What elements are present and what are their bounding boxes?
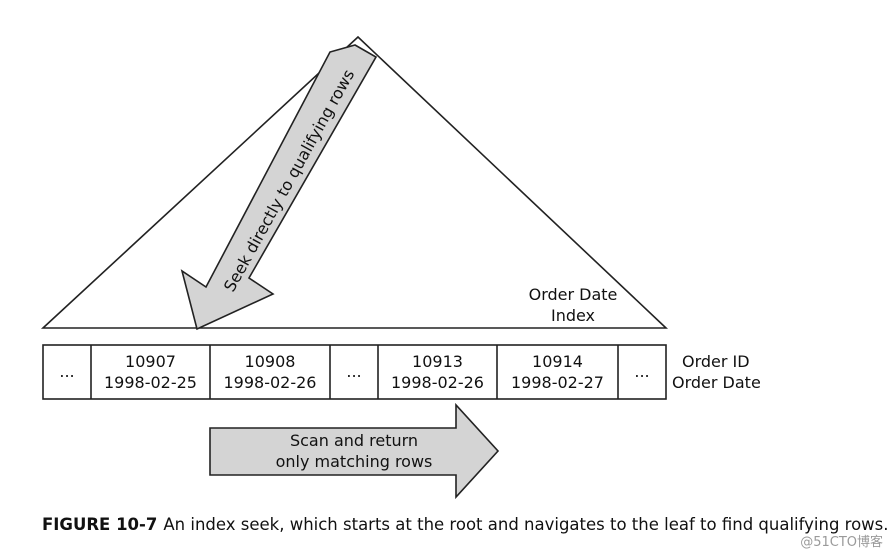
leaf-cell-order-id: 10908	[245, 352, 296, 371]
leaf-cell-ellipsis: ...	[346, 362, 361, 381]
leaf-level-row: ... 10907 1998-02-25 10908 1998-02-26... 1091…	[42, 344, 667, 400]
leaf-cell-order-id: 10914	[532, 352, 583, 371]
leaf-cell-order-date: 1998-02-26	[224, 373, 317, 392]
row-legend-order-id: Order ID	[682, 352, 750, 371]
leaf-cell-ellipsis: ...	[59, 362, 74, 381]
scan-arrow	[209, 402, 500, 500]
row-legend-order-date: Order Date	[672, 373, 761, 392]
scan-arrow-label-line1: Scan and return	[290, 431, 418, 450]
seek-arrow	[180, 44, 378, 331]
figure-number: FIGURE 10-7	[42, 515, 158, 534]
leaf-cell-order-date: 1998-02-26	[391, 373, 484, 392]
leaf-row-border	[42, 344, 667, 400]
leaf-cell-order-id: 10913	[412, 352, 463, 371]
figure-caption: FIGURE 10-7 An index seek, which starts a…	[42, 515, 887, 534]
watermark: @51CTO博客	[800, 535, 883, 550]
leaf-cell-ellipsis: ...	[634, 362, 649, 381]
figure-caption-text: An index seek, which starts at the root …	[163, 515, 887, 534]
scan-arrow-label-line2: only matching rows	[276, 452, 433, 471]
leaf-cell-order-date: 1998-02-27	[511, 373, 604, 392]
leaf-cell-order-date: 1998-02-25	[104, 373, 197, 392]
index-name-line1: Order Date	[529, 285, 618, 304]
index-name-line2: Index	[551, 306, 595, 325]
leaf-cell-order-id: 10907	[125, 352, 176, 371]
index-tree-triangle	[40, 35, 669, 329]
